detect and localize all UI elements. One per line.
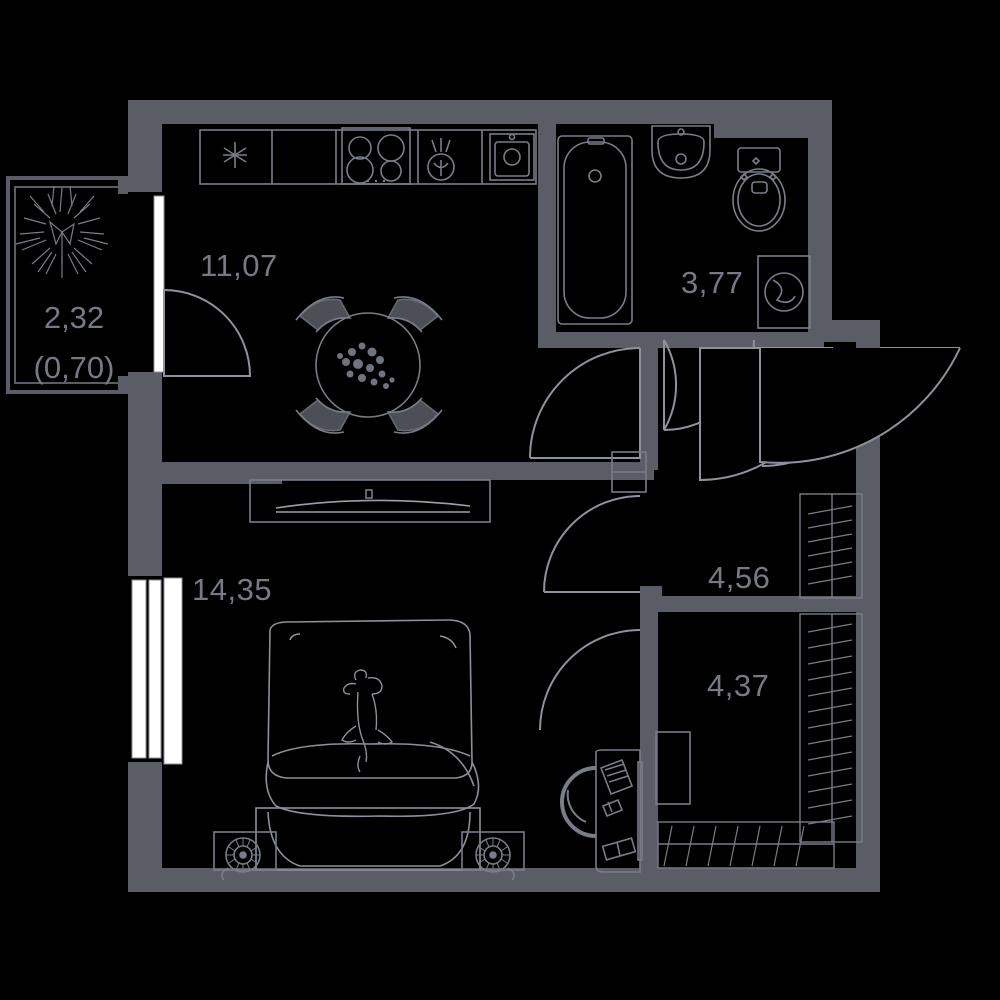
wardrobe-bedroom-lower-icon (657, 821, 835, 869)
tv-stand (249, 479, 491, 523)
wall-kitchen-living (162, 462, 282, 484)
wall-left-mid (128, 372, 162, 576)
wall-bottom (128, 868, 880, 892)
office-chair-icon[interactable] (560, 766, 597, 838)
dining-table-top (315, 312, 421, 418)
window-icon-living-c[interactable] (163, 577, 183, 765)
kitchen-sink-icon (489, 133, 535, 181)
window-icon-balcony-door[interactable] (153, 195, 165, 373)
walls-group (6, 100, 880, 892)
tv-icon (249, 479, 491, 523)
desk-edge (637, 761, 643, 861)
plant-icon (15, 185, 109, 278)
desk-group (560, 749, 643, 873)
area-label-balcony: 2,32 (43, 300, 105, 335)
door-icon-hall-upper[interactable] (663, 339, 678, 431)
wall-bathroom-right (808, 124, 832, 324)
balcony-frame-inner-top (14, 186, 118, 188)
nightstand-left (213, 831, 277, 871)
wall-balcony-stub-top (118, 176, 128, 194)
wall-left-upper (128, 100, 162, 192)
area-label-hall: 4,56 (708, 560, 771, 595)
balcony-frame-left (6, 176, 10, 394)
balcony-frame-inner-bottom (14, 382, 118, 384)
tv-stem (365, 489, 373, 499)
nightstand-right-group (461, 831, 525, 881)
door-icon-kitchen[interactable] (163, 288, 252, 377)
window-icon-living-b[interactable] (148, 579, 162, 759)
windows-group (131, 195, 183, 765)
desk-icon (595, 749, 641, 873)
wall-hall-bedroom (648, 596, 864, 612)
kitchen-counter (199, 129, 537, 185)
hall-cabinet-icon (611, 451, 647, 493)
office-chair-seat (566, 789, 587, 823)
entrance-door-icon-sweep[interactable] (759, 347, 961, 464)
wall-hall-stub (640, 586, 662, 612)
dining-chair-bottom-left (295, 397, 352, 434)
wardrobe-hall-icon (799, 493, 863, 599)
door-icon-bathroom[interactable] (529, 347, 641, 459)
desk-book-icon (601, 837, 637, 861)
bathtub-icon (557, 135, 633, 325)
dining-chair-bottom-right (386, 397, 443, 434)
wall-bedroom-left (640, 700, 658, 870)
wall-bathroom-left (538, 124, 556, 346)
dining-chair-top-left (295, 296, 352, 333)
sofa-bed-icon (255, 619, 481, 871)
kitchen-group (199, 127, 537, 185)
bear-drawing-icon (341, 669, 393, 773)
window-icon-living-a[interactable] (131, 579, 147, 759)
toilet-icon (732, 147, 786, 232)
door-icon-living[interactable] (543, 495, 641, 593)
laptop-icon (599, 758, 634, 796)
balcony-frame-outer (6, 176, 124, 180)
washing-machine-icon (757, 255, 811, 329)
doors-group (163, 288, 961, 731)
balcony-frame-inner-left (14, 186, 16, 384)
table-bouquet-icon (337, 342, 395, 389)
tv-screen (275, 499, 471, 509)
washbasin-icon (651, 125, 711, 179)
nightstand-lamp-icon-left (220, 837, 261, 881)
area-label-living: 14,35 (192, 572, 273, 607)
area-label-bedroom: 4,37 (707, 668, 770, 703)
cooktop-icon (341, 127, 411, 185)
wall-bathroom-bottom (538, 332, 658, 348)
bedroom-cabinet-icon (655, 731, 691, 805)
balcony-frame-bottom (6, 390, 124, 394)
nightstand-lamp-icon-right (475, 837, 516, 881)
range-hood-icon (427, 138, 455, 181)
area-label-bathroom: 3,77 (681, 265, 744, 300)
wall-hall-left (640, 332, 658, 470)
wall-top-right (714, 124, 832, 138)
wall-top (128, 100, 832, 124)
wall-balcony-stub-bottom (118, 376, 128, 394)
desk-item-icon (601, 798, 624, 818)
dining-table-icon (295, 296, 443, 434)
area-label-kitchen: 11,07 (200, 248, 278, 283)
nightstand-left-group (213, 831, 277, 881)
wall-kitchen-living-b (282, 462, 654, 480)
wall-right-jog (808, 320, 880, 342)
wall-hall-left-lower (640, 586, 658, 702)
area-label-balcony-sub: (0,70) (33, 350, 115, 385)
wardrobe-bedroom-icon (799, 613, 863, 843)
door-icon-bedroom[interactable] (539, 629, 641, 731)
bathroom-group (557, 125, 811, 329)
dining-chair-top-right (386, 296, 443, 333)
door-icon-bathroom-leaf[interactable] (530, 348, 641, 459)
wall-bathroom-bottom-right (652, 332, 824, 348)
refrigerator-icon (223, 142, 247, 168)
